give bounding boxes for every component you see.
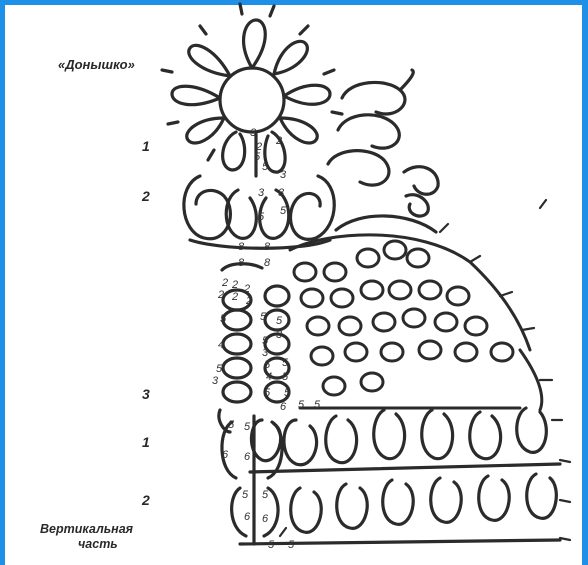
stitch-number: 8: [238, 257, 245, 269]
row-rings-lower: [250, 408, 560, 472]
stitch-number: 5: [284, 387, 291, 399]
stitch-number: 3: [250, 127, 257, 139]
stitch-number: 8: [264, 241, 271, 253]
stitch-number: 2: [221, 277, 228, 289]
stitch-number: 2: [245, 295, 252, 307]
stitch-number: 4: [266, 371, 272, 383]
stitch-number: 5: [254, 151, 261, 163]
stitch-number: 5: [244, 421, 251, 433]
diagram-title: «Донышко»: [58, 57, 135, 72]
stitch-number: 3: [258, 187, 265, 199]
stitch-number: 5: [242, 489, 249, 501]
stitch-number: 5: [264, 387, 271, 399]
stitch-number: 5: [314, 399, 321, 411]
stitch-number: 5: [298, 399, 305, 411]
stitch-number: 5: [260, 311, 267, 323]
stitch-number: 2: [231, 291, 238, 303]
stitch-number: 5: [228, 419, 235, 431]
stitch-number: 3: [280, 169, 287, 181]
stitch-number: 5: [268, 539, 275, 551]
caption-line-2: часть: [40, 537, 133, 552]
stitch-number: 5: [262, 161, 269, 173]
stitch-number: 3: [278, 187, 285, 199]
stitch-number: 5: [282, 357, 289, 369]
stitch-number: 6: [244, 451, 251, 463]
stitch-number: 5: [262, 489, 269, 501]
stitch-number: 4: [218, 339, 224, 351]
flower-motif: [162, 4, 342, 176]
stitch-number: 3: [212, 375, 219, 387]
row-label: 2: [142, 188, 150, 204]
stitch-number: 5: [282, 371, 289, 383]
stitch-number: 5: [258, 211, 265, 223]
stitch-number: 5: [288, 539, 295, 551]
stitch-number: 6: [244, 511, 251, 523]
right-scrolls: [328, 70, 438, 232]
stitch-number: 3: [276, 329, 283, 341]
stitch-number: 6: [222, 449, 229, 461]
stitch-number: 3: [262, 347, 269, 359]
bottom-row-rings: [240, 474, 560, 544]
row-label: 1: [142, 434, 150, 450]
caption-line-1: Вертикальная: [40, 522, 133, 537]
stitch-number: 2: [231, 279, 238, 291]
left-column-rings: [219, 264, 289, 432]
stitch-number: 2: [217, 289, 224, 301]
fan-rings: [290, 235, 542, 410]
stitch-number: 8: [264, 257, 271, 269]
stitch-number: 6: [280, 401, 287, 413]
stitch-number: 5: [262, 335, 269, 347]
stitch-number: 5: [264, 359, 271, 371]
row-label: 3: [142, 386, 150, 402]
stitch-number: 2: [275, 135, 282, 147]
stitch-number: 2: [243, 283, 250, 295]
stitch-number: 8: [238, 241, 245, 253]
stitch-number: 5: [280, 205, 287, 217]
flower-center-ring: [220, 68, 284, 132]
stitch-number: 6: [262, 513, 269, 525]
row-label: 2: [142, 492, 150, 508]
stitch-number: 5: [276, 315, 283, 327]
stitch-number-labels: 3 2 2 5 3 5 3 3 5 5 8 8 8 8 2 2 2 2 2 2 …: [212, 127, 321, 551]
stitch-number: 5: [216, 363, 223, 375]
stitch-number: 5: [220, 313, 227, 325]
row-label: 1: [142, 138, 150, 154]
caption: Вертикальная часть: [40, 522, 133, 552]
